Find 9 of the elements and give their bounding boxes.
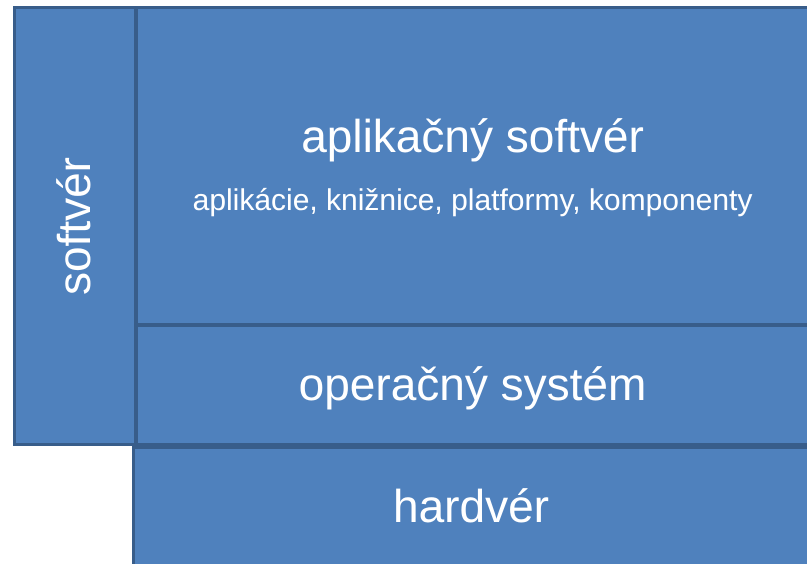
application-layer-box	[135, 6, 807, 326]
layer-title: hardvér	[393, 479, 549, 534]
layer-title: softvér	[47, 156, 102, 296]
layer-title: operačný systém	[298, 357, 646, 412]
hardware-layer-box	[132, 446, 807, 564]
layer-description: aplikácie, knižnice, platformy, komponenty	[192, 183, 754, 220]
os-layer-box	[135, 324, 807, 446]
layer-title: aplikačný softvér	[301, 108, 644, 164]
software-bar	[13, 6, 137, 446]
